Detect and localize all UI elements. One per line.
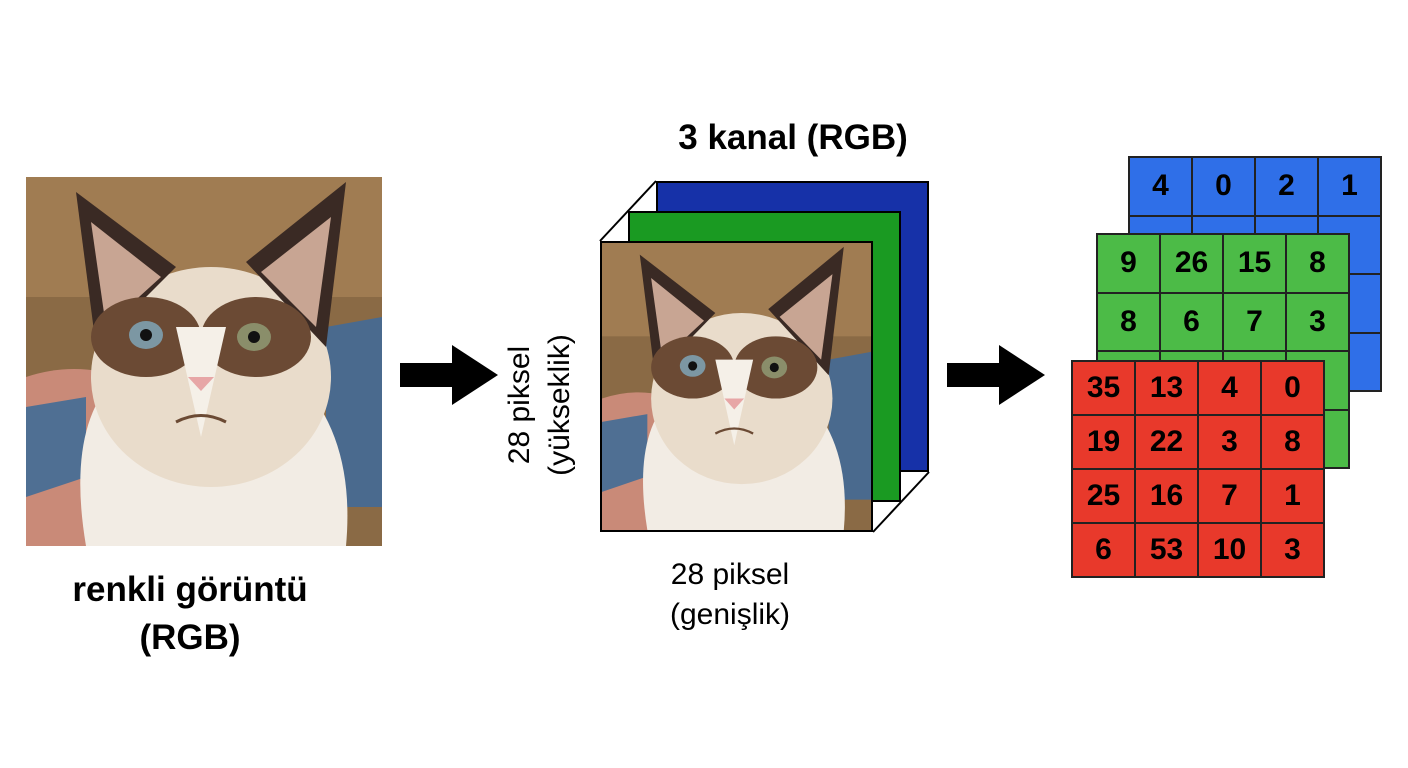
cat-photo <box>26 177 382 546</box>
red-matrix-cell: 22 <box>1135 415 1198 469</box>
height-line-2: (yükseklik) <box>543 334 576 476</box>
right-arrow-icon <box>947 345 1045 405</box>
red-matrix-cell: 4 <box>1198 361 1261 415</box>
width-label: 28 piksel (genişlik) <box>580 555 880 635</box>
red-matrix-cell: 19 <box>1072 415 1135 469</box>
height-label: 28 piksel (yükseklik) <box>500 230 580 580</box>
red-matrix-cell: 7 <box>1198 469 1261 523</box>
red-matrix-cell: 53 <box>1135 523 1198 577</box>
red-matrix-cell: 16 <box>1135 469 1198 523</box>
blue-matrix-cell: 4 <box>1129 157 1192 216</box>
width-line-2: (genişlik) <box>669 598 791 631</box>
red-matrix-cell: 8 <box>1261 415 1324 469</box>
red-matrix-cell: 35 <box>1072 361 1135 415</box>
label-line-1: renkli görüntü <box>72 570 308 609</box>
height-line-1: 28 piksel <box>503 345 536 465</box>
green-matrix-cell: 15 <box>1223 234 1286 293</box>
red-matrix-cell: 25 <box>1072 469 1135 523</box>
red-channel-image <box>600 241 873 532</box>
channels-title: 3 kanal (RGB) <box>678 118 908 157</box>
red-matrix-cell: 10 <box>1198 523 1261 577</box>
blue-matrix-cell: 0 <box>1192 157 1255 216</box>
blue-matrix-cell: 1 <box>1318 157 1381 216</box>
red-matrix-cell: 3 <box>1198 415 1261 469</box>
blue-matrix-cell: 2 <box>1255 157 1318 216</box>
right-arrow-icon <box>400 345 498 405</box>
green-matrix-cell: 7 <box>1223 292 1286 351</box>
green-matrix-cell: 9 <box>1097 234 1160 293</box>
green-matrix-cell: 8 <box>1097 292 1160 351</box>
red-matrix-cell: 3 <box>1261 523 1324 577</box>
red-matrix-cell: 6 <box>1072 523 1135 577</box>
red-matrix-cell: 1 <box>1261 469 1324 523</box>
red-matrix-cell: 0 <box>1261 361 1324 415</box>
green-matrix-cell: 6 <box>1160 292 1223 351</box>
label-line-2: (RGB) <box>139 618 241 657</box>
color-image-label: renkli görüntü (RGB) <box>10 566 370 662</box>
green-matrix-cell: 8 <box>1286 234 1349 293</box>
width-line-1: 28 piksel <box>670 558 790 591</box>
green-matrix-cell: 3 <box>1286 292 1349 351</box>
red-matrix-cell: 13 <box>1135 361 1198 415</box>
green-matrix-cell: 26 <box>1160 234 1223 293</box>
